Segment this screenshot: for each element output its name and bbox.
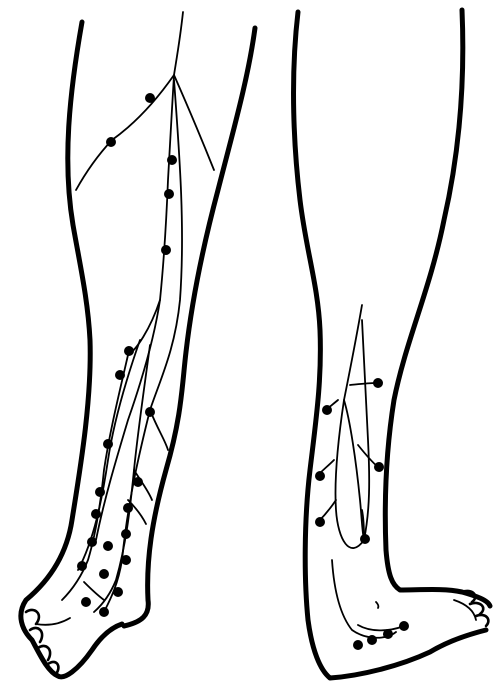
lymph-node xyxy=(374,462,384,472)
lymph-node xyxy=(103,439,113,449)
heel-line xyxy=(376,602,378,608)
lymph-node xyxy=(315,517,325,527)
lymph-node xyxy=(360,534,370,544)
ankle-contour xyxy=(332,560,396,638)
lymph-node xyxy=(164,189,174,199)
lymph-node xyxy=(99,607,109,617)
lymph-node xyxy=(145,407,155,417)
front-leg-inner-contour xyxy=(124,28,255,626)
lymph-node xyxy=(113,587,123,597)
front-leg-view xyxy=(21,12,255,677)
lymph-node xyxy=(383,629,393,639)
lymph-node xyxy=(315,471,325,481)
lymph-node xyxy=(161,245,171,255)
lymph-node xyxy=(115,370,125,380)
lymph-node xyxy=(103,541,113,551)
lymph-node xyxy=(87,537,97,547)
lymph-node xyxy=(367,635,377,645)
lymph-node xyxy=(322,405,332,415)
lymph-node xyxy=(145,93,155,103)
lymph-node xyxy=(81,597,91,607)
lymph-node xyxy=(399,621,409,631)
lymph-node xyxy=(353,640,363,650)
front-leg-outer-contour xyxy=(21,22,122,677)
lymph-node xyxy=(77,561,87,571)
lymph-node xyxy=(121,555,131,565)
lymph-node xyxy=(124,346,134,356)
lymph-node xyxy=(91,509,101,519)
lymph-node xyxy=(106,137,116,147)
lymph-node xyxy=(133,477,143,487)
lymph-node xyxy=(95,487,105,497)
lymph-node xyxy=(167,155,177,165)
back-leg-view xyxy=(294,10,490,678)
back-leg-inner-contour xyxy=(385,10,490,606)
lymph-node xyxy=(373,378,383,388)
lymph-node xyxy=(99,569,109,579)
lymph-node xyxy=(123,503,133,513)
lymph-node xyxy=(121,529,131,539)
